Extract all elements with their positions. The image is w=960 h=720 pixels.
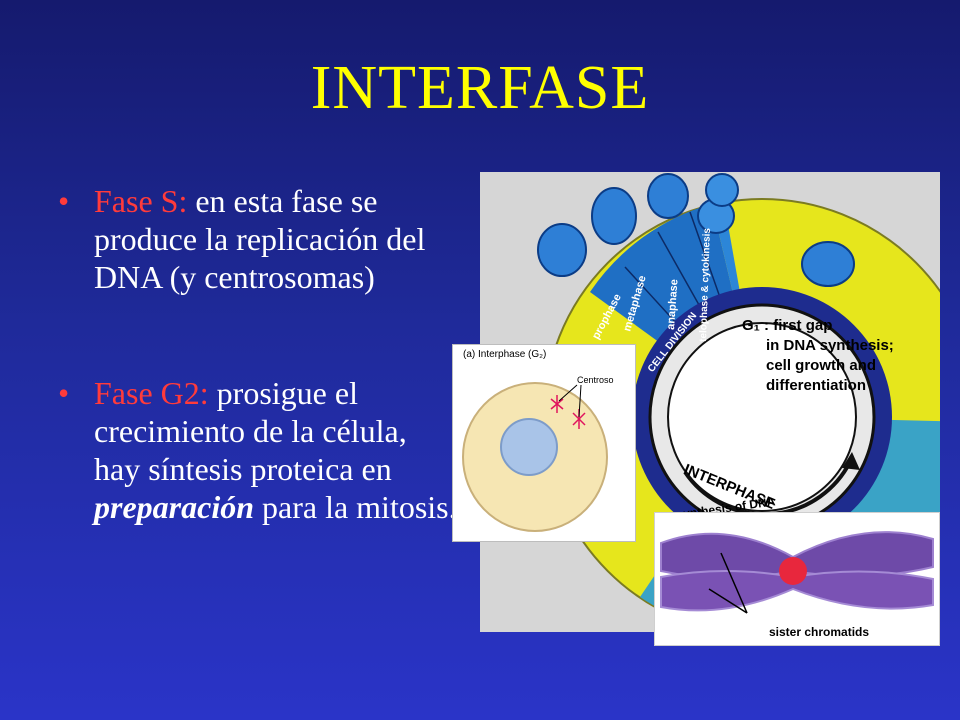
phase-label: telophase & cytokinesis (698, 227, 713, 342)
g1-title: G₁ : first gap (742, 317, 832, 334)
cell-icon (801, 241, 855, 287)
inset-label: Centroso (577, 375, 614, 385)
phase-label: anaphase (665, 279, 681, 330)
interphase-cell-drawing (462, 382, 608, 532)
bullet-fase-s: • Fase S: en esta fase se produce la rep… (58, 182, 458, 296)
bullet-text-end: para la mitosis. (254, 489, 457, 525)
arrow-head-icon (842, 452, 860, 470)
nucleus (500, 418, 558, 476)
bullet-text: prosigue el crecimiento de la célula, ha… (94, 375, 407, 487)
g1-line: cell growth and (766, 357, 876, 374)
g1-line: differentiation (766, 377, 866, 394)
chromosome-photo: sister chromatids (654, 512, 940, 646)
bullet-fase-g2: • Fase G2: prosigue el crecimiento de la… (58, 374, 458, 526)
pointer-line (578, 384, 582, 418)
bullet-label: Fase S: (94, 183, 188, 219)
centromere (779, 557, 807, 585)
chromosome-drawing (660, 531, 934, 614)
pointer-line (708, 588, 748, 614)
pointer-line (558, 384, 578, 402)
bullet-text: en esta fase se produce la replicación d… (94, 183, 426, 295)
cell-icon (591, 187, 637, 245)
inset-caption: (a) Interphase (G₂) (463, 349, 547, 360)
cell-icon (647, 173, 689, 219)
chromosome-label: sister chromatids (769, 625, 870, 639)
bullet-dot: • (58, 183, 70, 219)
center-hole (667, 322, 857, 512)
bullet-dot: • (58, 375, 70, 411)
centrosome-icon (550, 395, 586, 429)
interphase-inset: (a) Interphase (G₂) Centroso (452, 344, 636, 542)
pointer-line (720, 552, 748, 614)
g1-line: in DNA synthesis; (766, 337, 894, 354)
cell-icon (537, 223, 587, 277)
bullet-label: Fase G2: (94, 375, 209, 411)
cell-icon (705, 173, 739, 207)
slide-title: INTERFASE (310, 54, 650, 122)
bullet-list: • Fase S: en esta fase se produce la rep… (58, 182, 458, 526)
chromatid-lower (660, 570, 934, 612)
bullet-emphasis: preparación (94, 489, 254, 525)
